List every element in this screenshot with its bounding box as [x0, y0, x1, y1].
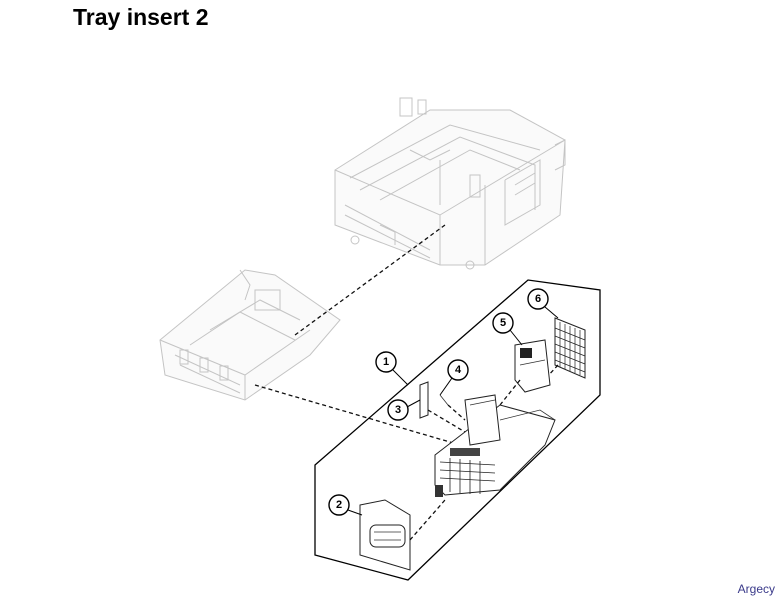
callout-1: 1 — [375, 351, 409, 386]
page-title: Tray insert 2 — [73, 4, 209, 30]
svg-text:4: 4 — [455, 364, 462, 376]
part-4-bracket — [439, 394, 449, 406]
part-3-bracket — [419, 381, 429, 419]
callout-4: 4 — [439, 359, 469, 396]
connector-line-drawer-to-cabinet — [294, 224, 446, 336]
connector-line-drawer-to-insert — [254, 384, 461, 446]
part-6-mesh-panel — [554, 317, 586, 379]
tray-drawer-ghost — [159, 269, 341, 401]
svg-text:3: 3 — [395, 404, 401, 416]
parts-group-frame — [314, 279, 601, 581]
part-5-cover — [514, 339, 551, 393]
tray-cabinet-ghost — [334, 97, 566, 270]
callout-6: 6 — [527, 288, 559, 319]
watermark: Argecy — [737, 582, 775, 596]
part-2-handle — [359, 499, 411, 571]
svg-text:1: 1 — [383, 356, 389, 368]
callout-2: 2 — [328, 494, 363, 516]
svg-text:6: 6 — [535, 293, 541, 305]
svg-text:2: 2 — [336, 499, 342, 511]
svg-text:5: 5 — [500, 317, 506, 329]
part-1-tray-insert — [434, 394, 556, 497]
callout-3: 3 — [387, 399, 421, 421]
callout-5: 5 — [492, 312, 523, 346]
